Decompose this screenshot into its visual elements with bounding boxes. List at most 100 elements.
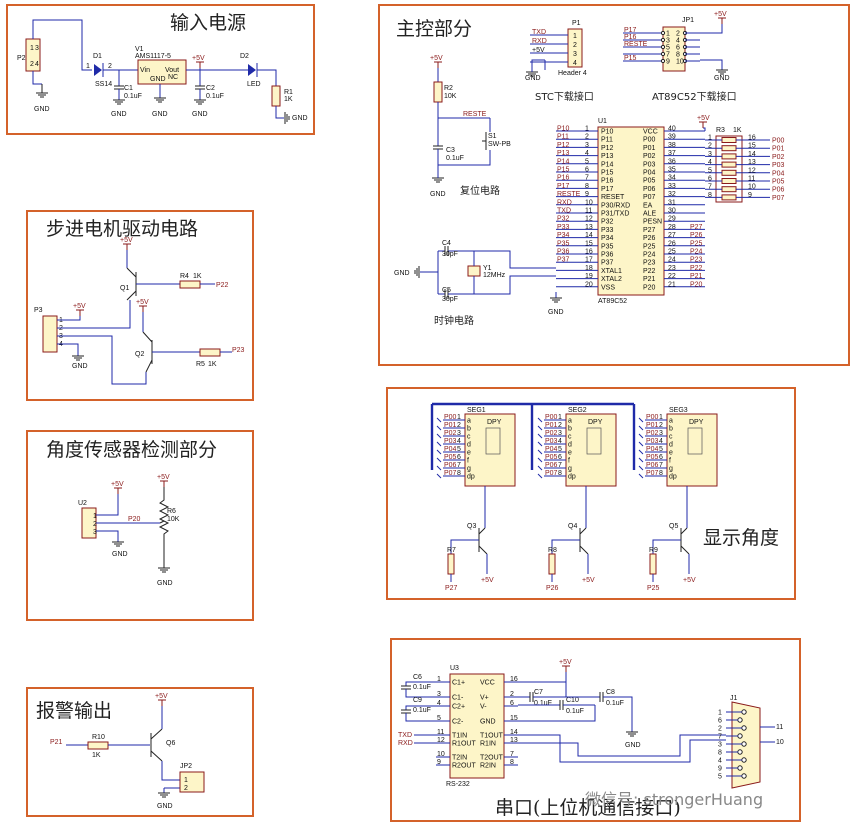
r3-net-label: P01 xyxy=(772,146,785,153)
svg-text:U2: U2 xyxy=(78,500,87,507)
at-caption: AT89C52下载接口 xyxy=(652,90,737,103)
u1-left-net: P32 xyxy=(557,216,570,223)
u1-left-pin: P16 xyxy=(601,178,614,185)
u1-left-net: P10 xyxy=(557,126,570,133)
seg-pin-num: 1 xyxy=(659,414,663,421)
seg-bus-entry xyxy=(436,465,442,471)
u1-right-pin: VCC xyxy=(643,129,658,136)
r3-pin-num: 16 xyxy=(748,135,756,142)
r2-resistor xyxy=(433,81,443,103)
seg-name: SEG3 xyxy=(669,407,688,414)
svg-text:Q2: Q2 xyxy=(135,351,144,358)
svg-text:GND: GND xyxy=(548,309,564,316)
u1-left-pin: P14 xyxy=(601,161,614,168)
r3-element xyxy=(721,169,737,176)
j1-pin-num: 6 xyxy=(718,718,722,725)
seg-net-label: P01 xyxy=(545,422,558,429)
svg-text:11: 11 xyxy=(776,724,783,731)
svg-text:+5V: +5V xyxy=(714,11,727,18)
angle-circuit: U2 1 2 3 +5V P20 GND +5V R6 10K GND xyxy=(78,474,180,587)
seg-pin-num: 6 xyxy=(457,454,461,461)
u1-right-pin: P25 xyxy=(643,243,656,250)
seg-net-label: P04 xyxy=(646,446,659,453)
seg-name: SEG2 xyxy=(568,407,587,414)
seg-transistor-e xyxy=(579,545,589,555)
svg-text:J1: J1 xyxy=(730,695,738,702)
r10-resistor xyxy=(87,741,109,750)
jp1-net-label: P17 xyxy=(624,27,637,34)
seg-net-label: P03 xyxy=(545,438,558,445)
u1-right-num: 21 xyxy=(668,281,676,288)
seg-r-label: R9 xyxy=(649,547,658,554)
u1-right-pin: P02 xyxy=(643,153,656,160)
svg-text:1K: 1K xyxy=(733,127,742,134)
seven-seg-display xyxy=(565,413,617,487)
r3-net-label: P05 xyxy=(772,179,785,186)
svg-text:Q1: Q1 xyxy=(120,285,129,292)
angle-panel xyxy=(26,430,254,621)
u1-right-net: P24 xyxy=(690,249,703,256)
u1-left-pin: P32 xyxy=(601,219,614,226)
u1-right-pin: P05 xyxy=(643,178,656,185)
reset-caption: 复位电路 xyxy=(460,184,500,197)
u1-left-net: P34 xyxy=(557,232,570,239)
u1-right-num: 26 xyxy=(668,240,676,247)
u1-right-num: 31 xyxy=(668,199,676,206)
u1-right-num: 27 xyxy=(668,232,676,239)
u1-right-pin: ALE xyxy=(643,211,657,218)
u1-right-num: 32 xyxy=(668,191,676,198)
svg-text:R4: R4 xyxy=(180,273,189,280)
jp1-pin-num: 2 xyxy=(676,31,680,38)
svg-text:C4: C4 xyxy=(442,240,451,247)
svg-text:3: 3 xyxy=(35,45,39,52)
seg-r-label: R8 xyxy=(548,547,557,554)
u1-right-net: P25 xyxy=(690,240,703,247)
u3-left-num: 1 xyxy=(437,676,441,683)
u1-right-num: 28 xyxy=(668,224,676,231)
r3-pin-num: 2 xyxy=(708,143,712,150)
seg-pin-name: a xyxy=(568,418,572,425)
u1-right-num: 29 xyxy=(668,216,676,223)
u1-left-num: 19 xyxy=(585,273,593,280)
svg-text:+5V: +5V xyxy=(155,693,168,700)
p1-pin-num: 4 xyxy=(573,60,577,67)
p1-header xyxy=(567,28,583,68)
p1-net-label: TXD xyxy=(532,29,546,36)
u1-right-net: P26 xyxy=(690,232,703,239)
u3-right-pin: T2OUT xyxy=(480,755,504,762)
u1-left-net: TXD xyxy=(557,208,571,215)
svg-text:1: 1 xyxy=(30,45,34,52)
seg-net-label: P03 xyxy=(646,438,659,445)
r3-element xyxy=(721,153,737,160)
v1-regulator xyxy=(137,59,187,85)
u3-left-pin: T1IN xyxy=(452,733,467,740)
r6-potentiometer xyxy=(158,487,170,568)
svg-text:0.1uF: 0.1uF xyxy=(606,700,624,707)
seg-bus-entry xyxy=(436,433,442,439)
svg-text:30pF: 30pF xyxy=(442,296,458,303)
u3-right-pin: V- xyxy=(480,704,487,711)
seg-vcc-label: +5V xyxy=(582,577,595,584)
svg-text:+5V: +5V xyxy=(120,237,133,244)
u1-right-num: 35 xyxy=(668,167,676,174)
svg-text:Vout: Vout xyxy=(165,67,179,74)
svg-text:Q6: Q6 xyxy=(166,740,175,747)
seg-bus-entry xyxy=(436,425,442,431)
u1-left-num: 1 xyxy=(585,126,589,133)
u3-max232 xyxy=(449,673,505,779)
seg-net-label: P07 xyxy=(545,470,558,477)
seg-q-label: Q3 xyxy=(467,523,476,530)
seg-net-label: P01 xyxy=(444,422,457,429)
seg-pin-name: f xyxy=(669,458,671,465)
seven-seg-display xyxy=(666,413,718,487)
svg-text:1: 1 xyxy=(184,777,188,784)
u1-left-pin: XTAL1 xyxy=(601,268,622,275)
u3-right-pin: R2IN xyxy=(480,763,496,770)
svg-text:10K: 10K xyxy=(444,93,457,100)
svg-text:P20: P20 xyxy=(128,516,141,523)
seg-bus-entry xyxy=(638,449,644,455)
svg-text:U1: U1 xyxy=(598,118,607,125)
svg-text:+5V: +5V xyxy=(157,474,170,481)
r3-element xyxy=(721,194,737,201)
r3-pin-num: 12 xyxy=(748,167,756,174)
